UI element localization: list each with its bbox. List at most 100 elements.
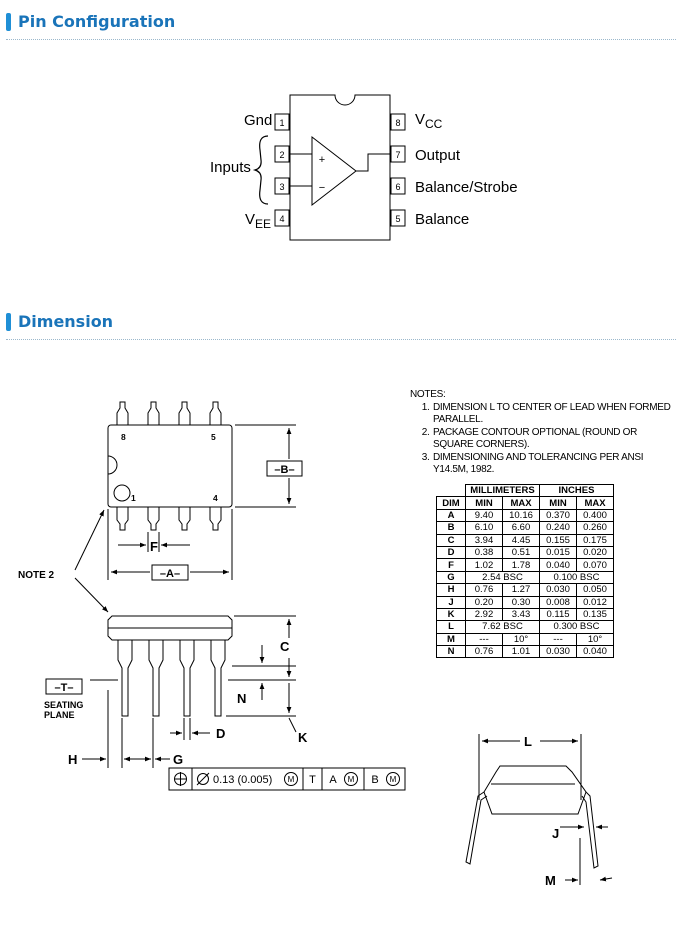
package-end-view: [465, 734, 613, 885]
divider: [6, 39, 676, 40]
table-column-header: MIN: [539, 496, 577, 510]
table-cell: A: [436, 508, 466, 523]
pin-number: 6: [395, 182, 400, 192]
table-cell: 1.02: [465, 558, 503, 572]
section-marker: [6, 12, 11, 31]
dim-label-c: C: [280, 639, 290, 654]
pin-configuration-header: Pin Configuration: [6, 12, 175, 31]
table-cell: 9.40: [465, 508, 503, 523]
table-cell: J: [436, 595, 466, 609]
seating-plane-line2: PLANE: [44, 710, 75, 720]
table-cell: 0.050: [576, 583, 614, 597]
pin-number: 4: [279, 214, 284, 224]
dim-label-h: H: [68, 752, 77, 767]
table-cell: 3.43: [502, 607, 540, 622]
tolerance-datum-b: B: [371, 774, 378, 786]
divider: [6, 339, 676, 340]
table-corner: [437, 485, 466, 497]
table-cell: 6.60: [502, 521, 540, 535]
pin-box: [274, 113, 290, 131]
tolerance-value: 0.13 (0.005): [213, 774, 272, 786]
opamp-symbol: [311, 135, 357, 207]
pin-box: [390, 145, 406, 163]
pin-number: 2: [279, 150, 284, 160]
table-cell: 10°: [502, 632, 540, 647]
table-cell: F: [436, 558, 466, 572]
table-cell: 0.040: [539, 558, 577, 572]
table-cell: 0.260: [576, 521, 614, 535]
package-side-view: [82, 615, 297, 768]
pin-label-balance-strobe: Balance/Strobe: [415, 179, 518, 196]
table-cell: 0.008: [539, 595, 577, 609]
table-cell: 0.240: [539, 521, 577, 535]
table-cell: 0.070: [576, 558, 614, 572]
table-column-header: MAX: [576, 496, 614, 510]
section-title: Dimension: [18, 312, 114, 331]
section-marker: [6, 312, 11, 331]
pin-label-vcc: VCC: [415, 111, 443, 131]
mmc-symbol: M: [288, 775, 295, 784]
dip-pinout-diagram: [274, 94, 406, 241]
table-column-header: MIN: [465, 496, 503, 510]
table-cell: 1.27: [502, 583, 540, 597]
dim-label-k: K: [298, 730, 308, 745]
dim-label-m: M: [545, 873, 556, 888]
pin-box: [390, 209, 406, 227]
table-cell: C: [436, 533, 466, 547]
dim-label-f: F: [150, 539, 158, 554]
note-item: DIMENSION L TO CENTER OF LEAD WHEN FORME…: [432, 402, 675, 427]
table-cell: 0.76: [465, 645, 503, 659]
pin-label-balance: Balance: [415, 211, 469, 228]
table-cell: B: [436, 521, 466, 535]
table-column-header: MAX: [502, 496, 540, 510]
table-cell: 3.94: [465, 533, 503, 547]
table-column-header: DIM: [436, 496, 466, 510]
pin-label-output: Output: [415, 147, 461, 164]
table-cell: 0.51: [502, 545, 540, 560]
table-row: M---10°---10°: [436, 632, 614, 647]
table-cell: 0.20: [465, 595, 503, 609]
table-cell: 0.100 BSC: [539, 570, 614, 585]
pin-box: [274, 177, 290, 195]
dim-label-j: J: [552, 826, 559, 841]
table-cell: ---: [539, 632, 577, 647]
table-cell: H: [436, 583, 466, 597]
notes-list: DIMENSION L TO CENTER OF LEAD WHEN FORME…: [410, 402, 675, 477]
inverting-sign: −: [319, 182, 325, 194]
pin-label-gnd: Gnd: [244, 112, 272, 129]
table-cell: 0.400: [576, 508, 614, 523]
table-cell: 1.01: [502, 645, 540, 659]
table-cell: 2.92: [465, 607, 503, 622]
section-title: Pin Configuration: [18, 12, 176, 31]
datum-b-box: [266, 460, 303, 477]
note-item: PACKAGE CONTOUR OPTIONAL (ROUND OR SQUAR…: [432, 427, 675, 452]
table-cell: 0.175: [576, 533, 614, 547]
dim-label-d: D: [216, 726, 225, 741]
dim-label-n: N: [237, 691, 246, 706]
table-cell: 0.040: [576, 645, 614, 659]
datum-t-label: –T–: [55, 682, 74, 694]
datum-a-box: [151, 564, 189, 581]
table-cell: L: [436, 620, 466, 634]
tolerance-frame: 0.13 (0.005) T A B M M M: [168, 767, 406, 791]
datum-t-box: [45, 678, 83, 695]
dim-label-g: G: [173, 752, 183, 767]
table-cell: 0.020: [576, 545, 614, 560]
diameter-symbol-icon: [197, 773, 209, 785]
pin-number: 7: [395, 150, 400, 160]
dim-label-l: L: [524, 734, 532, 749]
notes-block: NOTES: DIMENSION L TO CENTER OF LEAD WHE…: [410, 389, 675, 477]
pin-number: 3: [279, 182, 284, 192]
table-cell: M: [436, 632, 466, 647]
table-cell: 0.030: [539, 645, 577, 659]
inputs-label: Inputs: [210, 159, 251, 176]
table-cell: D: [436, 545, 466, 560]
